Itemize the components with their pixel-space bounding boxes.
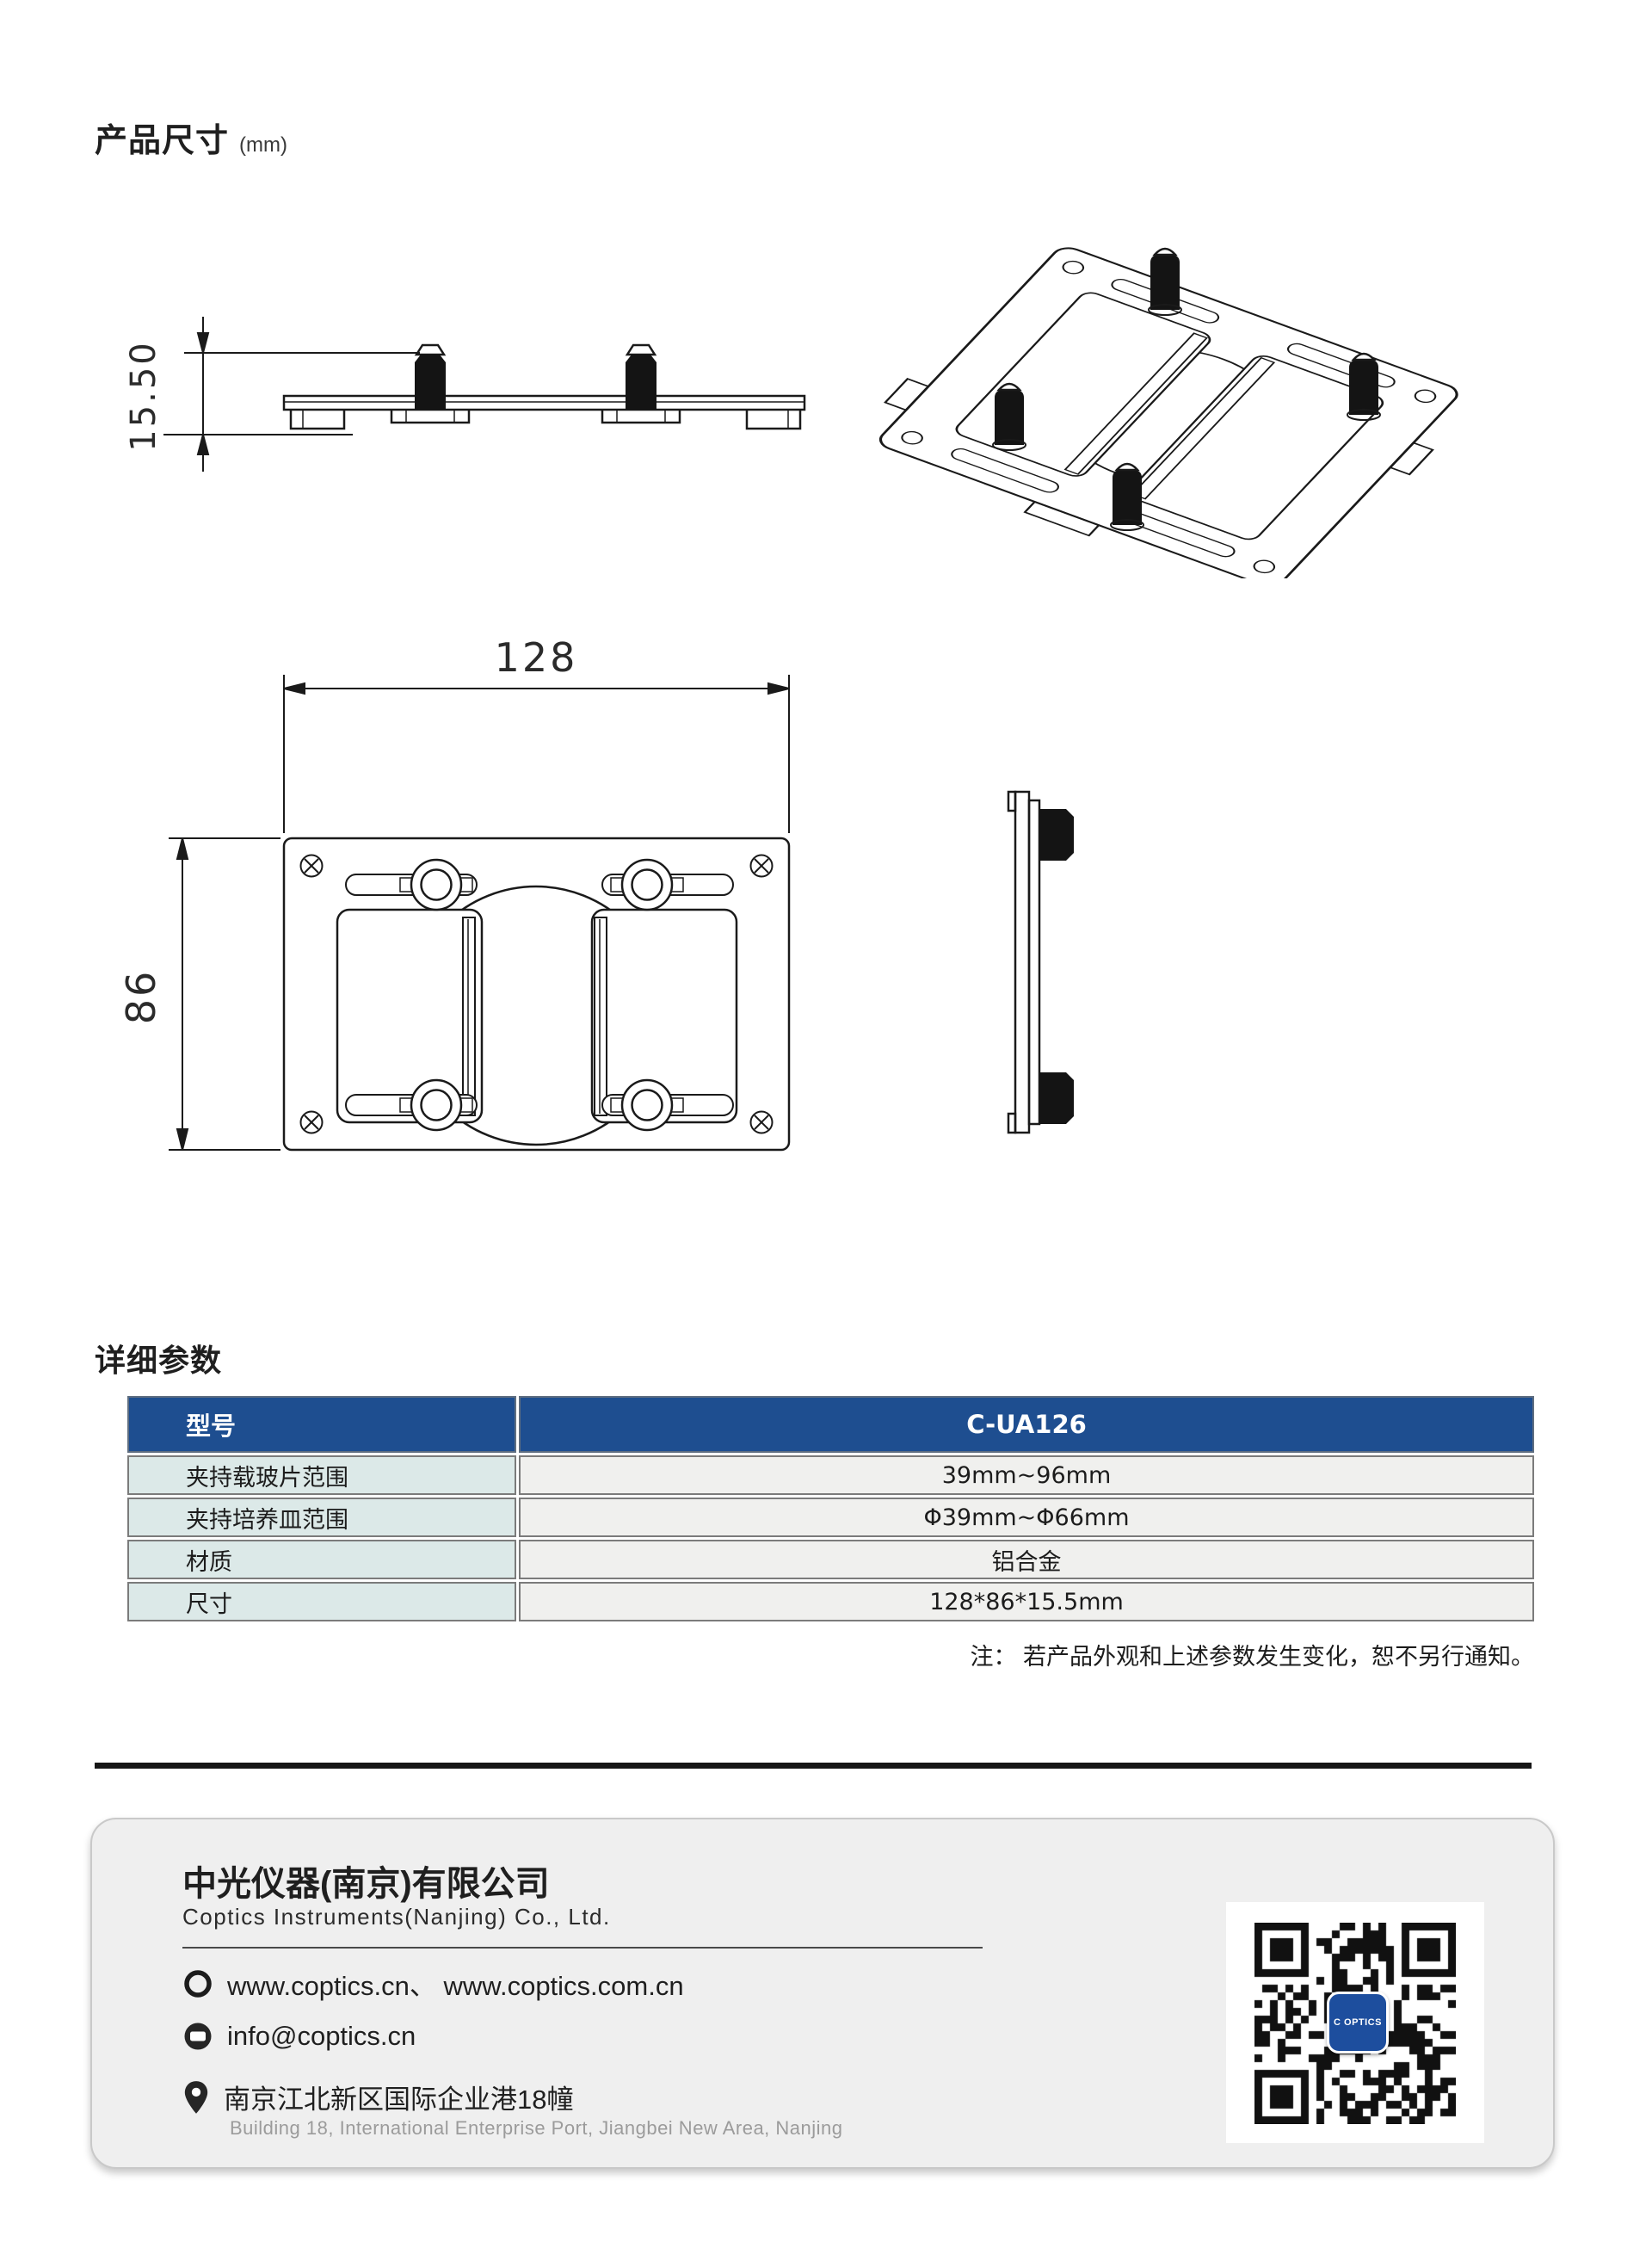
- row-label: 尺寸: [127, 1582, 516, 1621]
- side-dim-lines: [163, 317, 420, 472]
- email-row: info@coptics.cn: [182, 2021, 416, 2052]
- table-header-row: 型号 C-UA126: [127, 1396, 1534, 1453]
- qr-card: C OPTICS: [1226, 1902, 1484, 2143]
- row-value: 128*86*15.5mm: [519, 1582, 1534, 1621]
- page-title-row: 产品尺寸 (mm): [95, 114, 287, 161]
- side-dim-height-label: 15.50: [124, 340, 163, 452]
- top-dim-depth-label: 86: [120, 969, 164, 1025]
- side-view-drawing: 15.50: [124, 317, 806, 472]
- top-dim-depth-lines: [169, 837, 280, 1151]
- top-dim-width-label: 128: [495, 634, 578, 681]
- website-text: www.coptics.cn、 www.coptics.com.cn: [227, 1971, 684, 2001]
- mail-icon: [182, 2021, 213, 2052]
- email-text: info@coptics.cn: [227, 2021, 416, 2051]
- table-header-label: 型号: [127, 1396, 516, 1453]
- row-label: 夹持培养皿范围: [127, 1498, 516, 1537]
- table-row: 夹持载玻片范围 39mm~96mm: [127, 1455, 1534, 1495]
- table-row: 夹持培养皿范围 Φ39mm~Φ66mm: [127, 1498, 1534, 1537]
- params-table: 型号 C-UA126 夹持载玻片范围 39mm~96mm 夹持培养皿范围 Φ39…: [127, 1396, 1534, 1624]
- params-heading: 详细参数: [95, 1343, 223, 1378]
- row-label: 材质: [127, 1540, 516, 1579]
- globe-icon: [182, 1968, 213, 1999]
- row-value: 铝合金: [519, 1540, 1534, 1579]
- address-text-en: Building 18, International Enterprise Po…: [230, 2117, 843, 2139]
- table-row: 尺寸 128*86*15.5mm: [127, 1582, 1534, 1621]
- isometric-drawing: [878, 247, 1458, 578]
- row-label: 夹持载玻片范围: [127, 1455, 516, 1495]
- end-view-knobs: [1039, 809, 1074, 1124]
- company-name-en: Coptics Instruments(Nanjing) Co., Ltd.: [182, 1904, 611, 1930]
- row-value: 39mm~96mm: [519, 1455, 1534, 1495]
- row-value: Φ39mm~Φ66mm: [519, 1498, 1534, 1537]
- footer-card: 中光仪器(南京)有限公司 Coptics Instruments(Nanjing…: [90, 1818, 1555, 2169]
- qr-center-logo: C OPTICS: [1327, 1992, 1389, 2054]
- end-view-drawing: [1007, 790, 1074, 1134]
- company-name-cn: 中光仪器(南京)有限公司: [182, 1865, 550, 1903]
- website-row: www.coptics.cn、 www.coptics.com.cn: [182, 1964, 684, 2003]
- disclaimer-note: 注： 若产品外观和上述参数发生变化，恕不另行通知。: [970, 1644, 1534, 1670]
- footer-divider: [182, 1947, 983, 1949]
- top-view-drawing: 128 86: [120, 634, 791, 1152]
- side-view-knobs: [415, 355, 656, 410]
- top-dim-width-lines: [283, 675, 790, 833]
- address-row: 南京江北新区国际企业港18幢: [182, 2078, 573, 2116]
- table-row: 材质 铝合金: [127, 1540, 1534, 1579]
- section-divider: [95, 1763, 1532, 1769]
- isometric-knobs: [992, 247, 1381, 531]
- page-title-unit: (mm): [239, 133, 287, 157]
- address-text-cn: 南京江北新区国际企业港18幢: [224, 2085, 574, 2115]
- page-title: 产品尺寸: [95, 123, 230, 159]
- location-pin-icon: [182, 2079, 210, 2115]
- table-header-value: C-UA126: [519, 1396, 1534, 1453]
